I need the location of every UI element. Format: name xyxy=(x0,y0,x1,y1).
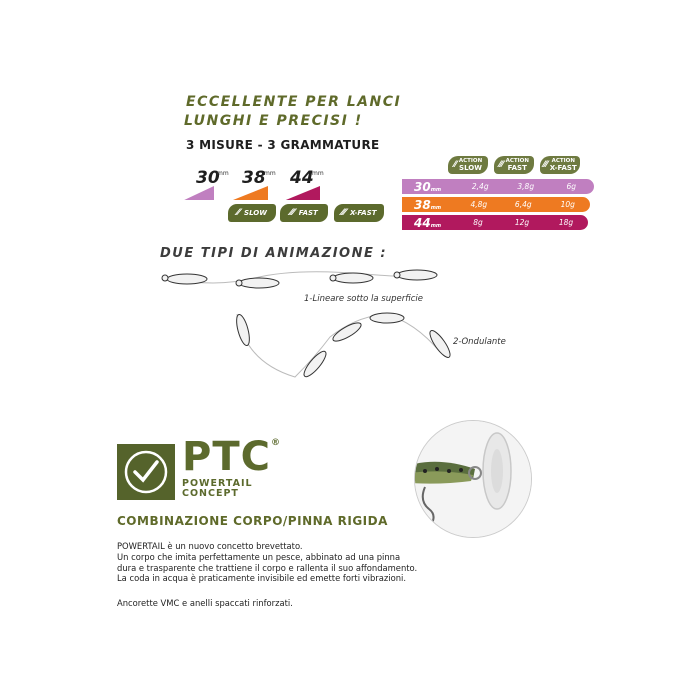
headline-line-1: ECCELLENTE PER LANCI xyxy=(186,94,402,110)
pill-fast: ⁄⁄⁄ FAST xyxy=(280,204,328,222)
animation-label-linear: 1-Lineare sotto la superficie xyxy=(304,294,423,304)
cell-fast: 12g xyxy=(514,218,530,227)
weight-row-44: 44mm 8g 12g 18g xyxy=(402,215,588,230)
description-line: POWERTAIL è un nuovo concetto brevettato… xyxy=(117,541,303,551)
ptc-logo xyxy=(117,444,175,500)
size-number: 38 xyxy=(242,168,266,188)
row-size: 44mm xyxy=(414,215,442,230)
description: POWERTAIL è un nuovo concetto brevettato… xyxy=(117,541,497,584)
animation-label-undulating: 2-Ondulante xyxy=(453,337,506,347)
sizes-title: 3 MISURE - 3 GRAMMATURE xyxy=(186,138,380,152)
size-44-swatch xyxy=(285,186,320,200)
registered-mark: ® xyxy=(270,438,281,448)
size-number: 44 xyxy=(290,168,314,188)
badge-line-2: X-FAST xyxy=(549,164,577,172)
ptc-subtitle: POWERTAIL CONCEPT xyxy=(182,478,253,499)
pill-label: SLOW xyxy=(244,209,267,217)
row-size: 38mm xyxy=(414,197,442,212)
cell-xfast: 10g xyxy=(560,200,575,209)
cell-xfast: 6g xyxy=(566,182,577,191)
size-30-swatch xyxy=(184,186,214,200)
headline: ECCELLENTE PER LANCI LUNGHI E PRECISI ! xyxy=(184,93,402,131)
slash-icon: ⁄⁄⁄ xyxy=(543,160,548,170)
cell-fast: 6,4g xyxy=(514,200,532,209)
size-44: 44 mm xyxy=(276,168,328,204)
slash-icon: ⁄⁄ xyxy=(237,208,241,218)
badge-line-1: ACTION xyxy=(505,158,529,164)
tail-detail-image xyxy=(414,420,532,538)
pill-label: X-FAST xyxy=(349,209,377,217)
animation-title: DUE TIPI DI ANIMAZIONE : xyxy=(160,246,388,261)
lure-tail-closeup xyxy=(415,421,531,537)
cell-slow: 2,4g xyxy=(471,182,489,191)
size-38-swatch xyxy=(233,186,268,200)
pill-slow: ⁄⁄ SLOW xyxy=(228,204,276,222)
row-size: 30mm xyxy=(414,179,442,194)
hooks-note: Ancorette VMC e anelli spaccati rinforza… xyxy=(117,598,293,608)
cell-slow: 8g xyxy=(473,218,483,227)
cell-fast: 3,8g xyxy=(517,182,535,191)
weight-row-30: 30mm 2,4g 3,8g 6g xyxy=(402,179,594,194)
lure-icon xyxy=(161,269,438,289)
size-number: 30 xyxy=(196,168,220,188)
cell-slow: 4,8g xyxy=(470,200,488,209)
badge-line-2: FAST xyxy=(507,164,527,172)
badge-line-1: ACTION xyxy=(551,158,575,164)
description-line: La coda in acqua è praticamente invisibi… xyxy=(117,573,406,584)
slash-icon: ⁄⁄ xyxy=(453,160,457,170)
headline-line-2: LUNGHI E PRECISI ! xyxy=(184,113,363,129)
animation-diagram xyxy=(161,269,451,378)
description-line: dura e trasparente che trattiene il corp… xyxy=(117,562,418,573)
slash-icon: ⁄⁄⁄ xyxy=(499,160,504,170)
pill-label: FAST xyxy=(298,209,318,217)
badge-line-1: ACTION xyxy=(458,158,483,164)
description-line: Un corpo che imita perfettamente un pesc… xyxy=(117,551,401,562)
undulating-path xyxy=(236,313,441,378)
slash-icon: ⁄⁄⁄ xyxy=(341,208,346,218)
check-circle-icon xyxy=(124,450,168,494)
lure-icon xyxy=(236,312,451,378)
ptc-wordmark: PTC® xyxy=(182,434,281,480)
badge-line-2: SLOW xyxy=(459,164,482,172)
slash-icon: ⁄⁄⁄ xyxy=(290,208,295,218)
combo-title: COMBINAZIONE CORPO/PINNA RIGIDA xyxy=(117,514,388,528)
size-38: 38 mm xyxy=(228,168,276,204)
size-unit: mm xyxy=(217,170,229,177)
size-unit: mm xyxy=(264,170,276,177)
size-30: 30 mm xyxy=(180,168,229,204)
size-unit: mm xyxy=(312,170,324,177)
weight-row-38: 38mm 4,8g 6,4g 10g xyxy=(402,197,590,212)
cell-xfast: 18g xyxy=(558,218,574,227)
pill-xfast: ⁄⁄⁄ X-FAST xyxy=(334,204,384,222)
